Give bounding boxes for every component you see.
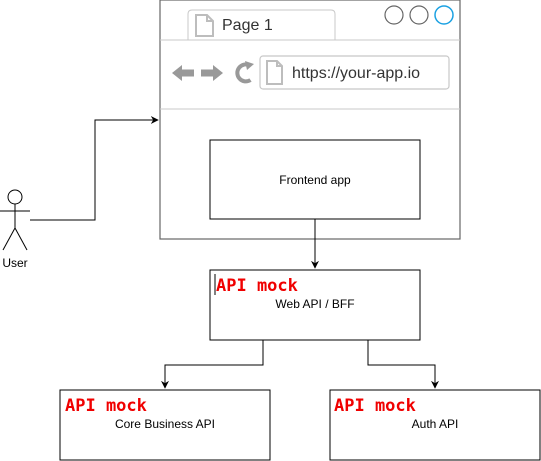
user-to-browser-arrow [30, 116, 159, 221]
reload-icon[interactable] [235, 61, 254, 84]
bff-to-core-arrow [161, 340, 264, 389]
window-control-icon[interactable] [384, 5, 404, 25]
page-icon [195, 14, 214, 37]
window-control-icon[interactable] [434, 5, 454, 25]
user-label: User [2, 256, 27, 270]
frontend-app-box [209, 139, 421, 220]
web-api-mock-tag: API mock [216, 276, 298, 296]
tab-title: Page 1 [222, 17, 273, 34]
frontend-app-label: Frontend app [279, 173, 351, 187]
address-bar[interactable] [259, 55, 450, 90]
url-page-icon [266, 60, 283, 85]
auth-api-label: Auth API [412, 417, 459, 431]
web-api-label: Web API / BFF [275, 297, 354, 311]
core-api-label: Core Business API [115, 417, 215, 431]
forward-arrow-icon[interactable] [201, 65, 223, 81]
web-api-box [209, 269, 421, 341]
auth-api-mock-tag: API mock [334, 396, 416, 416]
browser-tab[interactable] [187, 9, 336, 40]
core-business-api-box [59, 389, 271, 461]
core-api-mock-tag: API mock [65, 396, 147, 416]
url-text: https://your-app.io [292, 65, 420, 82]
window-control-icon[interactable] [409, 5, 429, 25]
bff-to-auth-arrow [367, 340, 439, 389]
back-arrow-icon[interactable] [172, 65, 194, 81]
auth-api-box [329, 389, 541, 461]
user-actor-icon [0, 189, 30, 251]
